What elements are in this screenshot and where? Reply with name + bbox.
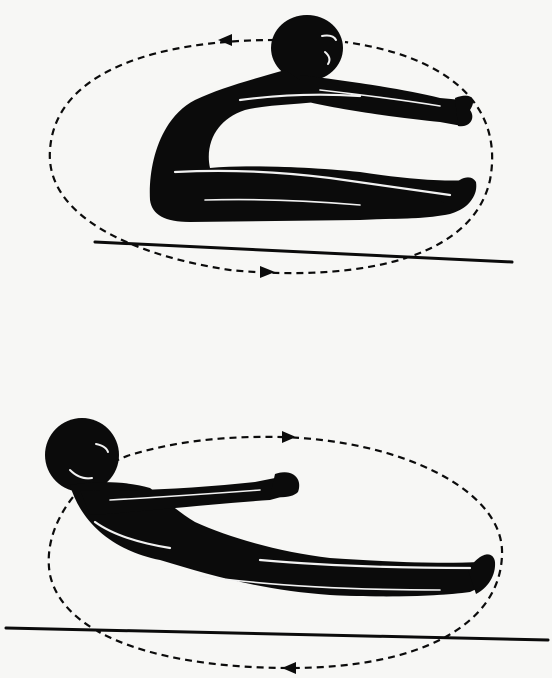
arm-top <box>300 75 468 126</box>
floor-line-bottom <box>6 628 548 640</box>
panel-top <box>50 15 512 278</box>
figure-v-sit <box>45 418 495 596</box>
head-bottom <box>45 418 119 492</box>
arrow-bottom-top <box>282 431 296 443</box>
panel-bottom <box>6 418 548 674</box>
floor-line-top <box>95 242 512 262</box>
arrow-bottom-bottom <box>282 662 296 674</box>
arrow-top-left <box>218 34 232 46</box>
arrow-top-bottom <box>260 266 275 278</box>
